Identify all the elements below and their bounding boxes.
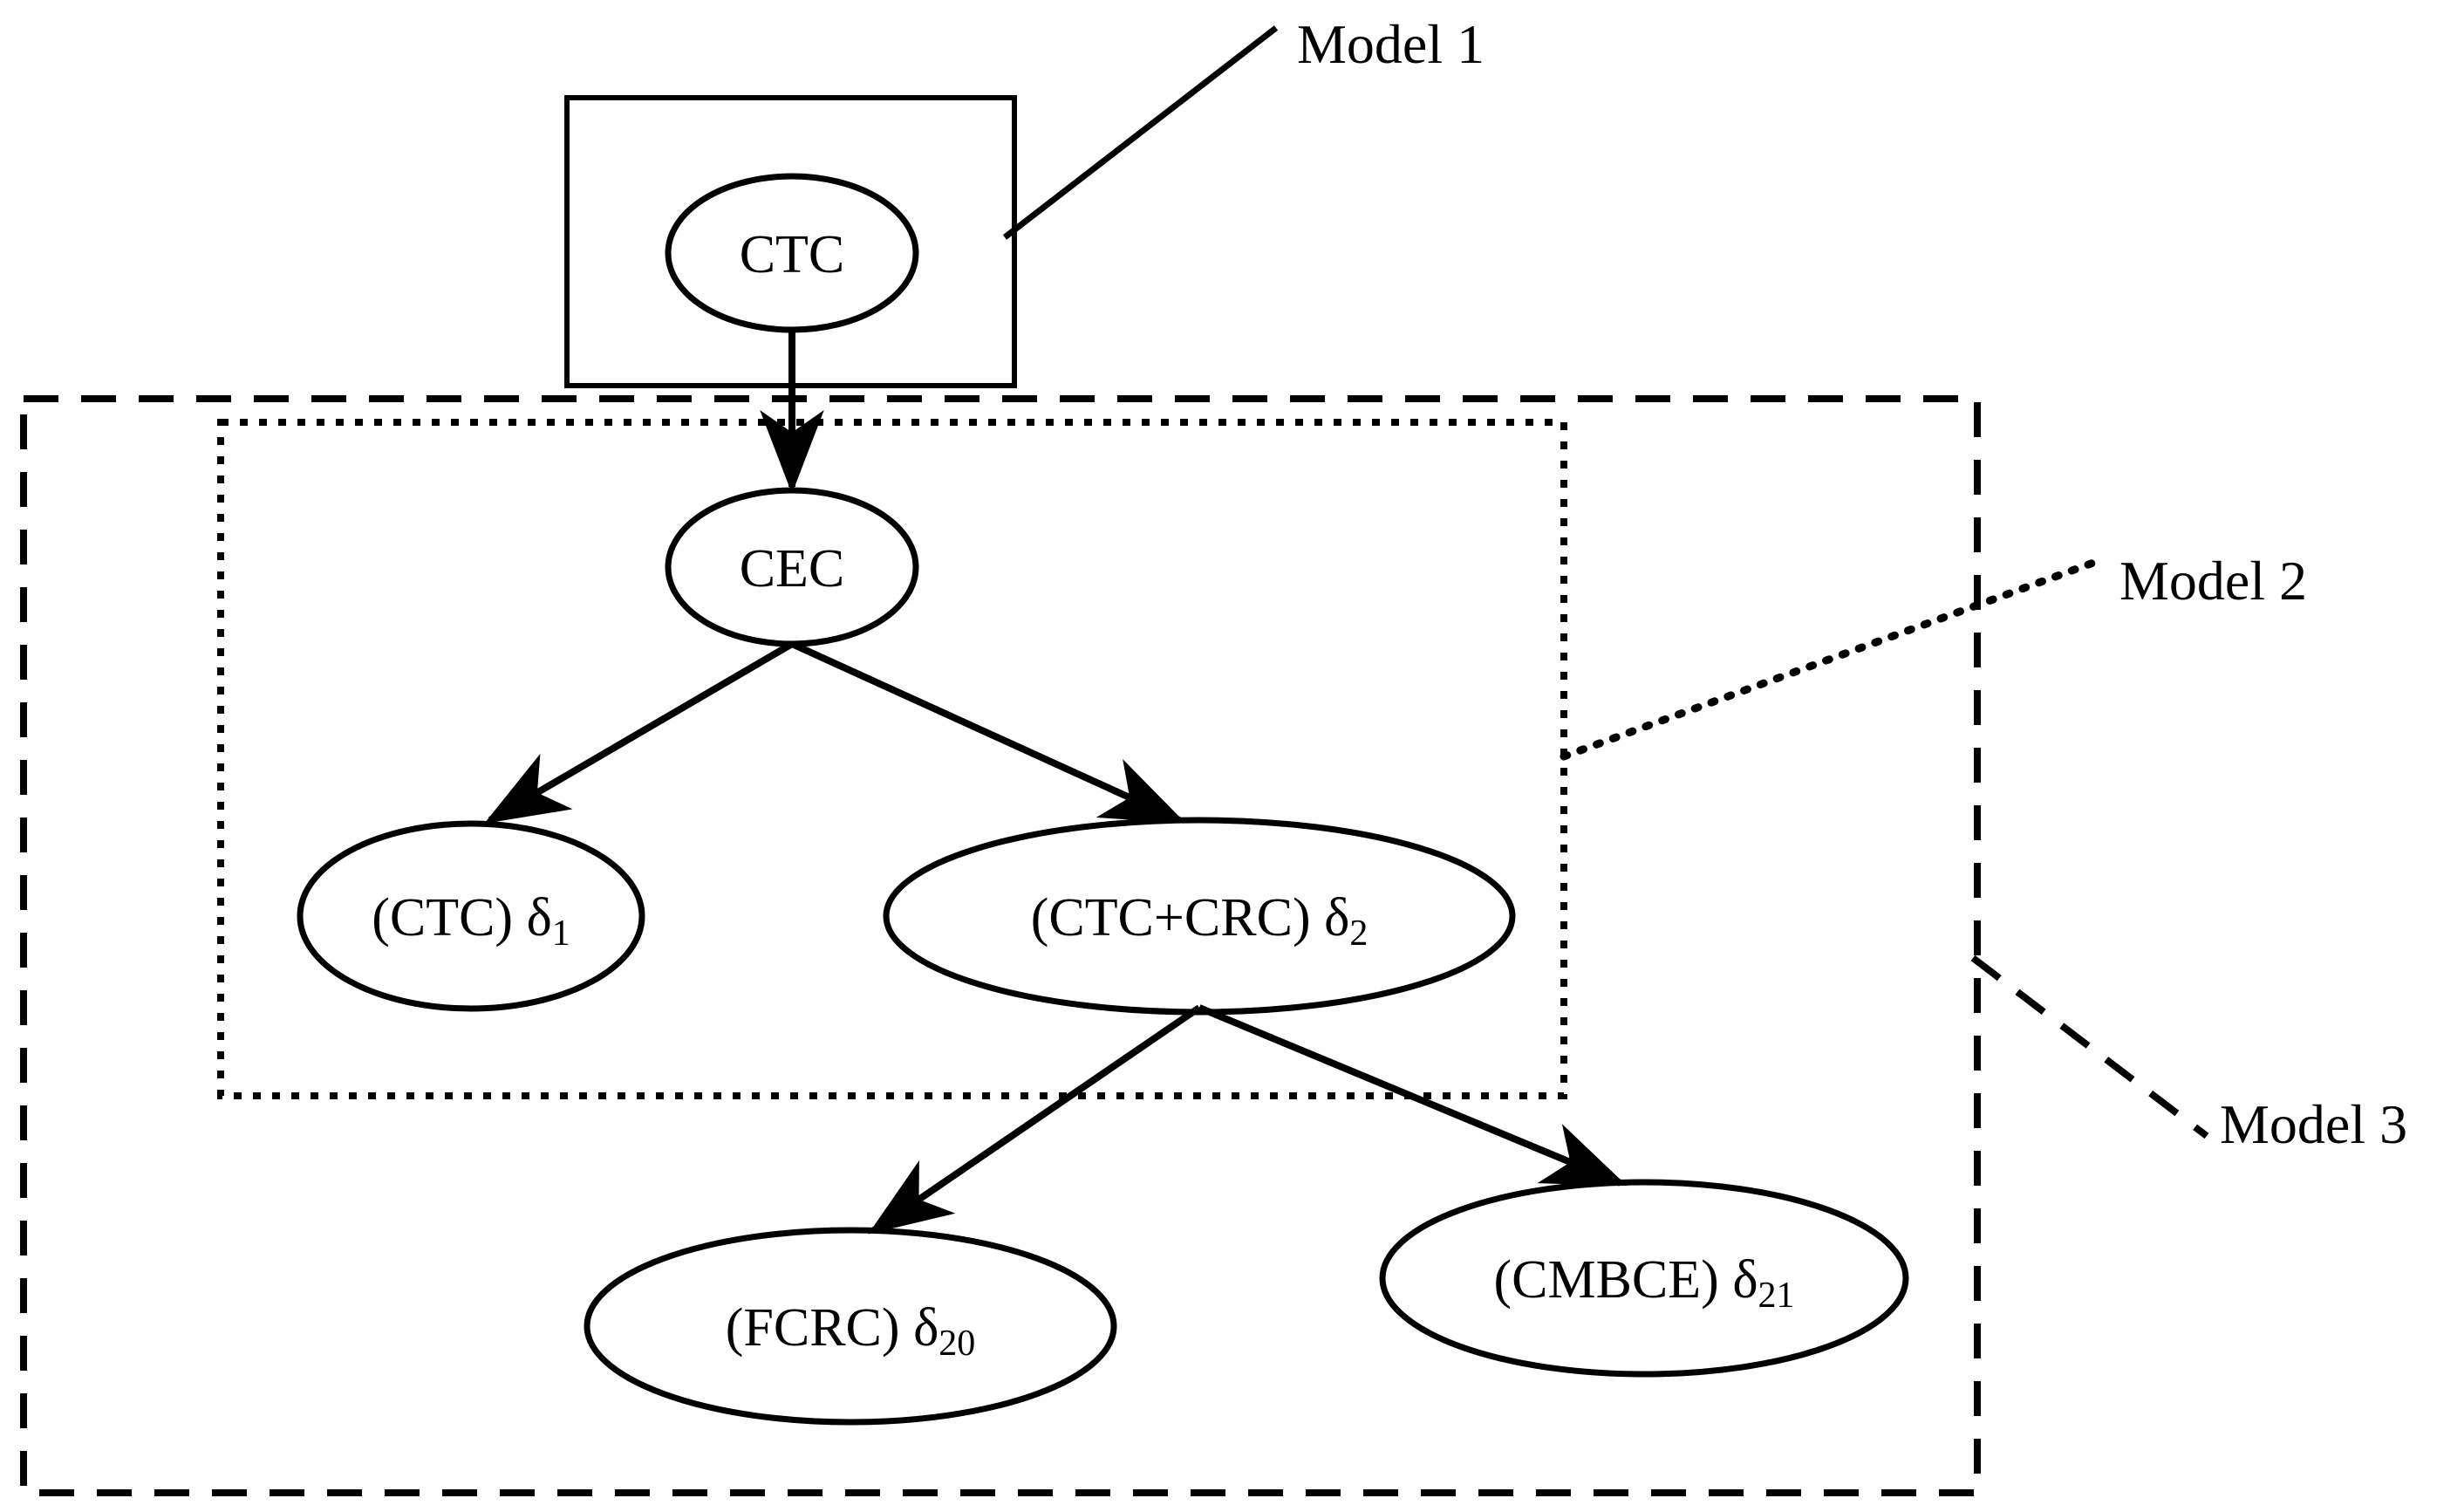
edge-delta2-to-fcrc-delta20 — [868, 1004, 1202, 1235]
node-cec-label: CEC — [740, 539, 845, 599]
node-fcrc-delta20[interactable]: (FCRC) δ20 — [584, 1227, 1117, 1426]
node-ctccrc-delta2[interactable]: (CTC+CRC) δ2 — [883, 817, 1516, 1016]
model1-leader-line — [1002, 25, 1279, 240]
model3-leader-line — [1970, 954, 2209, 1139]
model3-dashed-container — [20, 395, 1981, 1496]
node-cmbce-delta21-ellipse — [1379, 1179, 1909, 1378]
edge-cec-to-ctccrc-delta2 — [790, 640, 1186, 824]
edge-delta2-to-cmbce-delta21 — [1198, 1004, 1628, 1187]
node-ctc[interactable]: CTC — [665, 173, 919, 333]
edge-cec-to-ctc-delta1 — [484, 640, 795, 824]
node-fcrc-delta20-label: (FCRC) δ20 — [726, 1298, 976, 1364]
node-cec[interactable]: CEC — [665, 487, 919, 647]
node-ctc-ellipse — [665, 173, 919, 333]
node-ctc-delta1-ellipse — [297, 820, 645, 1012]
node-ctc-label: CTC — [740, 225, 845, 284]
model2-leader-line — [1560, 558, 2098, 761]
node-cmbce-delta21-label: (CMBCE) δ21 — [1493, 1250, 1794, 1316]
model2-label: Model 2 — [2119, 550, 2307, 612]
node-cmbce-delta21[interactable]: (CMBCE) δ21 — [1379, 1179, 1909, 1378]
model2-dotted-container — [217, 419, 1567, 1099]
node-ctc-delta1-label: (CTC) δ1 — [372, 888, 570, 954]
node-ctc-delta1[interactable]: (CTC) δ1 — [297, 820, 645, 1012]
node-fcrc-delta20-ellipse — [584, 1227, 1117, 1426]
node-ctccrc-delta2-label: (CTC+CRC) δ2 — [1031, 888, 1369, 954]
node-ctccrc-delta2-ellipse — [883, 817, 1516, 1016]
node-cec-ellipse — [665, 487, 919, 647]
model3-label: Model 3 — [2220, 1093, 2407, 1155]
model1-label: Model 1 — [1297, 13, 1485, 75]
